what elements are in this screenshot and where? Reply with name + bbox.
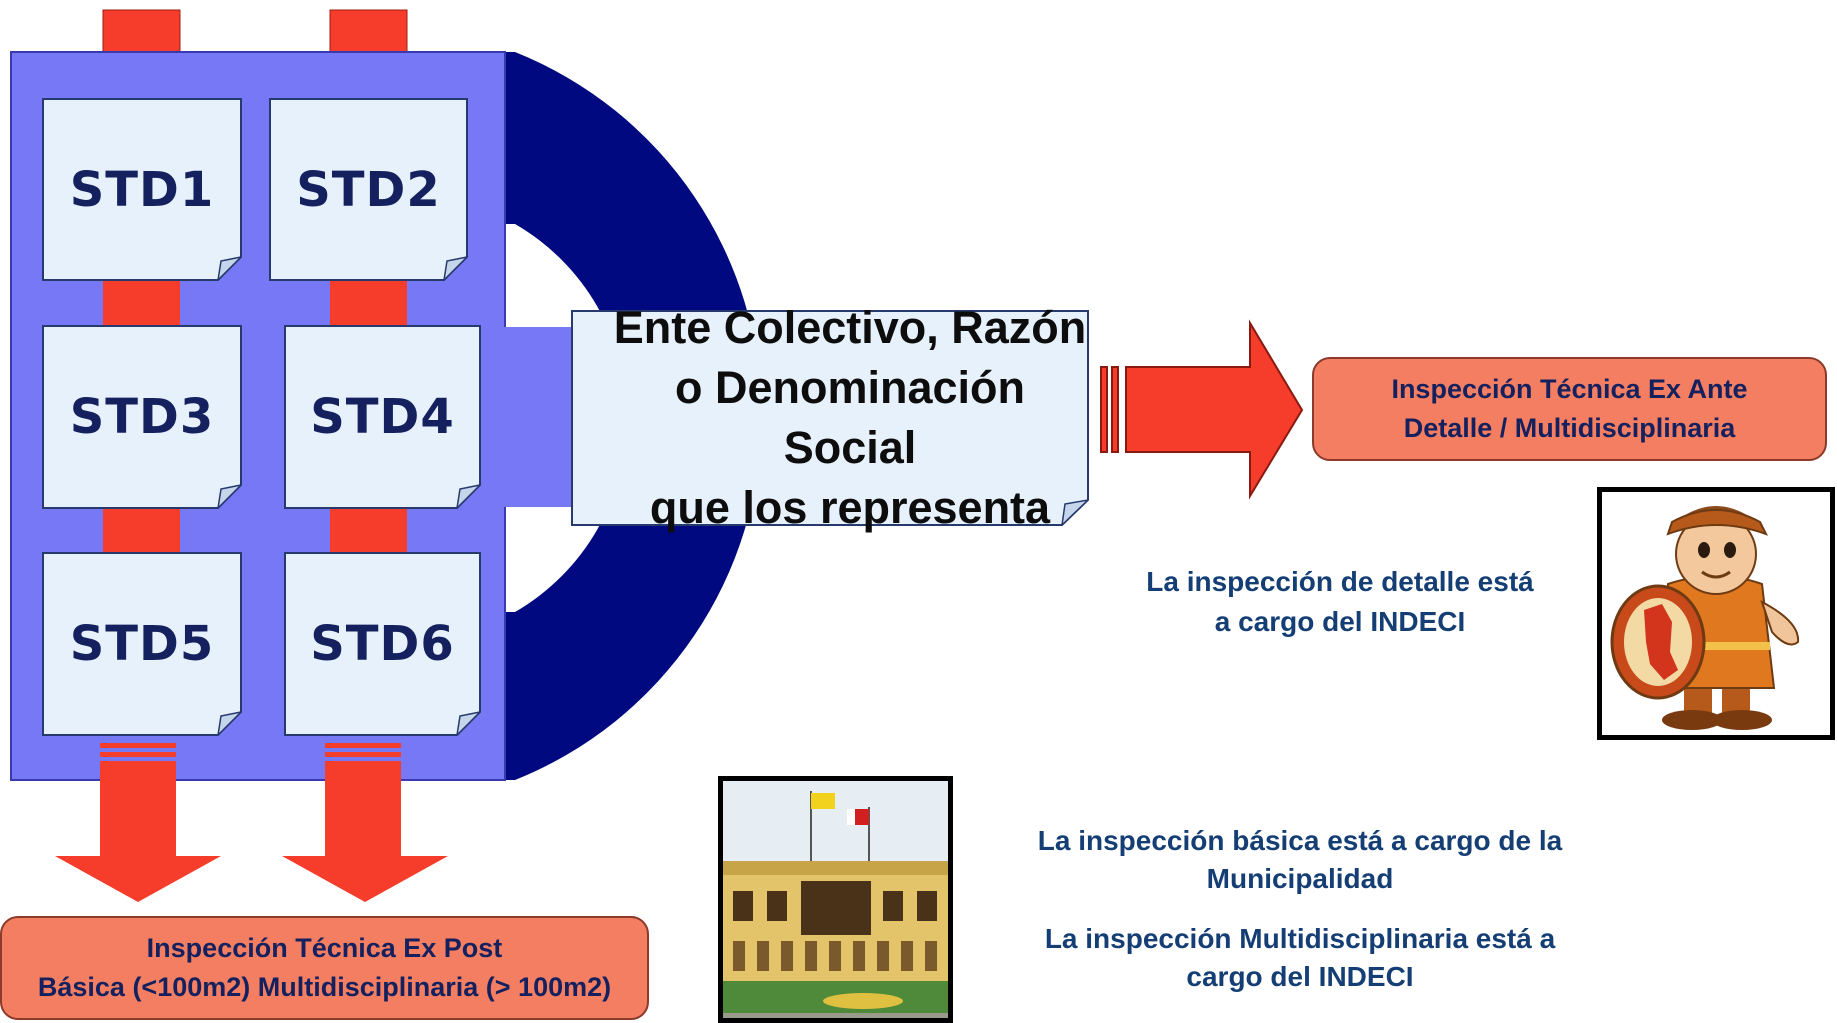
caption-basic-line-1: La inspección básica está a cargo de la <box>1037 825 1563 856</box>
ex-ante-box: Inspección Técnica Ex Ante Detalle / Mul… <box>1312 357 1827 461</box>
entity-label-line-3: que los representa <box>649 482 1051 533</box>
note-shape <box>42 552 242 736</box>
std-label-1: STD1 <box>69 161 215 218</box>
connector-4-6 <box>330 507 407 553</box>
std-note-5: STD5 <box>42 552 242 736</box>
connector-2-4 <box>330 280 407 326</box>
note-shape <box>269 98 468 281</box>
ex-ante-line-2: Detalle / Multidisciplinaria <box>1403 413 1736 443</box>
caption-detail-line-2: a cargo del INDECI <box>1214 606 1466 637</box>
std-label-3: STD3 <box>69 389 215 445</box>
std-note-1: STD1 <box>42 98 242 281</box>
down-arrow-left <box>55 743 221 902</box>
panel-connector <box>503 327 575 507</box>
municipality-illustration <box>723 781 948 1018</box>
std-note-4: STD4 <box>284 325 481 509</box>
caption-detail: La inspección de detalle está a cargo de… <box>1080 562 1600 646</box>
indeci-mascot-photo <box>1597 487 1835 740</box>
mascot-illustration <box>1602 492 1830 735</box>
note-shape <box>42 98 242 281</box>
std-label-4: STD4 <box>310 389 455 445</box>
entity-label-line-2: o Denominación Social <box>674 362 1026 473</box>
caption-basic: La inspección básica está a cargo de la … <box>970 822 1630 902</box>
caption-detail-line-1: La inspección de detalle está <box>1146 566 1534 597</box>
municipality-photo <box>718 776 953 1023</box>
ex-ante-line-1: Inspección Técnica Ex Ante <box>1391 374 1748 404</box>
std-label-6: STD6 <box>310 616 455 672</box>
entity-label-line-1: Ente Colectivo, Razón <box>613 302 1087 353</box>
right-arrow <box>1100 319 1304 500</box>
connector-3-5 <box>103 507 180 553</box>
ex-post-line-2: Básica (<100m2) Multidisciplinaria (> 10… <box>37 972 612 1002</box>
note-shape <box>571 310 1089 526</box>
connector-1-3 <box>103 280 180 326</box>
entity-label: Ente Colectivo, Razón o Denominación Soc… <box>571 302 1089 533</box>
std-note-3: STD3 <box>42 325 242 509</box>
caption-multi: La inspección Multidisciplinaria está a … <box>970 920 1630 1000</box>
std-label-5: STD5 <box>69 616 215 672</box>
caption-multi-line-2: cargo del INDECI <box>1186 961 1414 992</box>
caption-multi-line-1: La inspección Multidisciplinaria está a <box>1044 923 1556 954</box>
note-shape <box>284 325 481 509</box>
std-note-2: STD2 <box>269 98 468 281</box>
std-note-6: STD6 <box>284 552 481 736</box>
entity-note: Ente Colectivo, Razón o Denominación Soc… <box>571 302 1089 533</box>
caption-basic-line-2: Municipalidad <box>1206 863 1394 894</box>
ex-post-box: Inspección Técnica Ex Post Básica (<100m… <box>0 916 649 1020</box>
ex-post-line-1: Inspección Técnica Ex Post <box>146 933 503 963</box>
note-shape <box>42 325 242 509</box>
down-arrow-right <box>282 743 448 902</box>
std-label-2: STD2 <box>296 161 441 218</box>
note-shape <box>284 552 481 736</box>
